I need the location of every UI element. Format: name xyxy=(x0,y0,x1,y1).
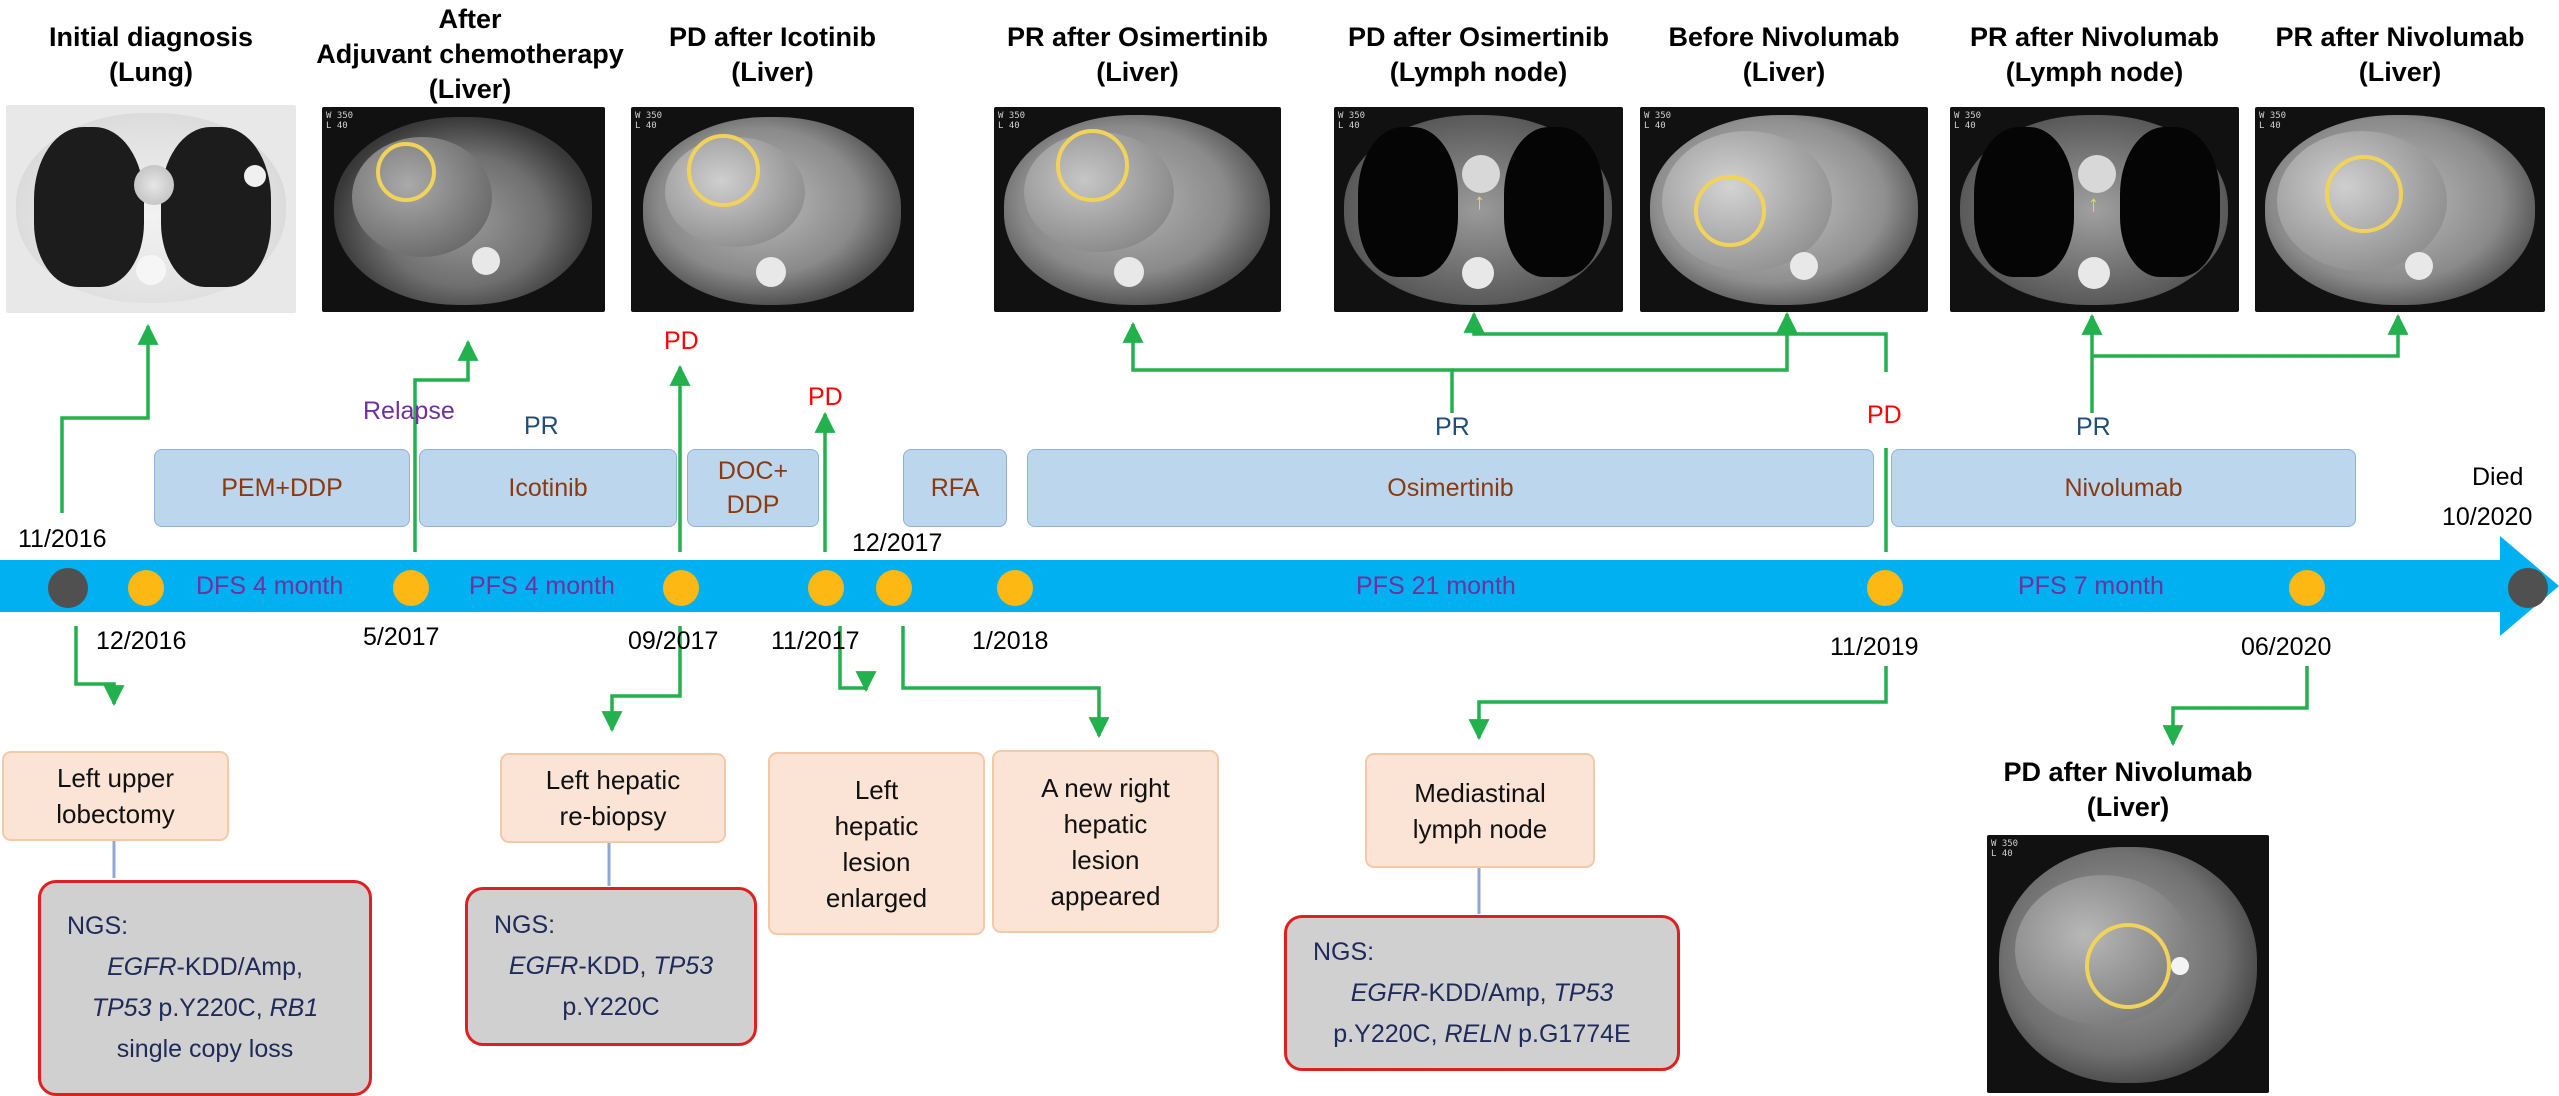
gene-tp53: TP53 xyxy=(1553,978,1614,1007)
connector-pr-osimertinib xyxy=(1122,321,1454,413)
interval-pfs-osimertinib: PFS 21 month xyxy=(1356,572,1516,600)
connector-pr-nivolumab-b xyxy=(2092,313,2409,358)
response-pd-doc: PD xyxy=(808,383,843,411)
ngs-result-lobectomy: NGS: EGFR-KDD/Amp, TP53 p.Y220C, RB1 sin… xyxy=(38,880,372,1096)
scan-title-pd-icotinib: PD after Icotinib(Liver) xyxy=(668,22,877,87)
milestone-09-2017 xyxy=(663,570,699,606)
scan-title-pr-osimertinib-liver: PR after Osimertinib(Liver) xyxy=(1006,22,1269,87)
gene-egfr: EGFR xyxy=(508,952,579,980)
gene-reln: RELN xyxy=(1444,1019,1512,1048)
date-12-2016: 12/2016 xyxy=(96,627,187,655)
interval-pfs-icotinib: PFS 4 month xyxy=(469,572,615,600)
died-label: Died xyxy=(2472,463,2524,491)
date-5-2017: 5/2017 xyxy=(363,623,440,651)
gene-tp53: TP53 xyxy=(653,952,714,980)
gene-tp53: TP53 xyxy=(91,994,152,1022)
milestone-died xyxy=(2508,568,2548,608)
arrow-indicator-icon: ↑ xyxy=(2088,191,2099,216)
connector-pr-osimertinib-b xyxy=(1452,311,1798,372)
milestone-12-2016 xyxy=(128,570,164,606)
milestone-11-2019 xyxy=(1867,570,1903,606)
ct-scan-initial-lung xyxy=(6,105,296,313)
response-pr-nivolumab: PR xyxy=(2076,413,2111,441)
treatment-pem-ddp: PEM+DDP xyxy=(154,449,410,527)
treatment-osimertinib: Osimertinib xyxy=(1027,449,1874,527)
date-11-2019: 11/2019 xyxy=(1830,633,1919,661)
response-pd-osimertinib: PD xyxy=(1867,401,1902,429)
scan-title-pr-nivolumab-liver: PR after Nivolumab(Liver) xyxy=(2275,22,2525,87)
ngs-header: NGS: xyxy=(67,912,129,940)
ngs-header: NGS: xyxy=(1313,937,1375,966)
gene-egfr: EGFR xyxy=(107,953,177,981)
interval-pfs-nivolumab: PFS 7 month xyxy=(2018,572,2164,600)
scan-title-pd-osimertinib: PD after Osimertinib(Lymph node) xyxy=(1347,22,1610,87)
scan-title-initial-diagnosis: Initial diagnosis(Lung) xyxy=(48,22,254,87)
ngs-result-mediastinal: NGS: EGFR-KDD/Amp, TP53 p.Y220C, RELN p.… xyxy=(1284,915,1680,1071)
scan-title-before-nivolumab: Before Nivolumab(Liver) xyxy=(1668,22,1900,87)
date-11-2016: 11/2016 xyxy=(18,525,107,553)
milestone-06-2020 xyxy=(2289,570,2325,606)
date-06-2020: 06/2020 xyxy=(2241,633,2332,661)
connector-lobectomy xyxy=(74,626,125,707)
milestone-5-2017 xyxy=(393,570,429,606)
connector-pd-osimertinib-a xyxy=(1463,311,1888,372)
connector-lesion-enlarged xyxy=(838,626,877,693)
treatment-icotinib: Icotinib xyxy=(419,449,677,527)
interval-dfs: DFS 4 month xyxy=(196,572,344,600)
gene-egfr: EGFR xyxy=(1350,978,1421,1007)
connector-rebiopsy xyxy=(601,626,682,733)
ngs-header: NGS: xyxy=(494,911,556,939)
connector-relapse xyxy=(413,339,479,552)
arrow-indicator-icon: ↑ xyxy=(1474,189,1485,214)
response-relapse: Relapse xyxy=(363,397,455,425)
ngs-result-rebiopsy: NGS: EGFR-KDD, TP53 p.Y220C xyxy=(465,887,757,1046)
date-12-2017: 12/2017 xyxy=(852,529,943,557)
treatment-doc-ddp: DOC+DDP xyxy=(687,449,819,527)
connector-arrows xyxy=(60,311,2409,747)
milestone-12-2017 xyxy=(876,570,912,606)
connector-mediastinal xyxy=(1468,666,1888,741)
milestone-11-2017 xyxy=(808,570,844,606)
date-09-2017: 09/2017 xyxy=(628,627,719,655)
timeline-arrow xyxy=(0,536,2559,636)
treatment-nivolumab: Nivolumab xyxy=(1891,449,2356,527)
scan-title-pd-nivolumab: PD after Nivolumab(Liver) xyxy=(2003,757,2253,822)
gene-rb1: RB1 xyxy=(269,994,319,1022)
date-1-2018: 1/2018 xyxy=(972,627,1049,655)
connector-pd-nivolumab xyxy=(2162,666,2309,747)
milestone-1-2018 xyxy=(997,570,1033,606)
connector-initial-diagnosis xyxy=(60,323,159,513)
died-date: 10/2020 xyxy=(2442,503,2533,531)
response-pr-icotinib: PR xyxy=(524,412,559,440)
scan-title-pr-nivolumab-lymph: PR after Nivolumab(Lymph node) xyxy=(1969,22,2220,87)
treatment-rfa: RFA xyxy=(903,449,1007,527)
response-pd-icotinib: PD xyxy=(664,327,699,355)
milestone-start xyxy=(48,568,88,608)
connector-new-lesion xyxy=(901,626,1110,739)
date-11-2017: 11/2017 xyxy=(771,627,860,655)
response-pr-osimertinib: PR xyxy=(1435,413,1470,441)
